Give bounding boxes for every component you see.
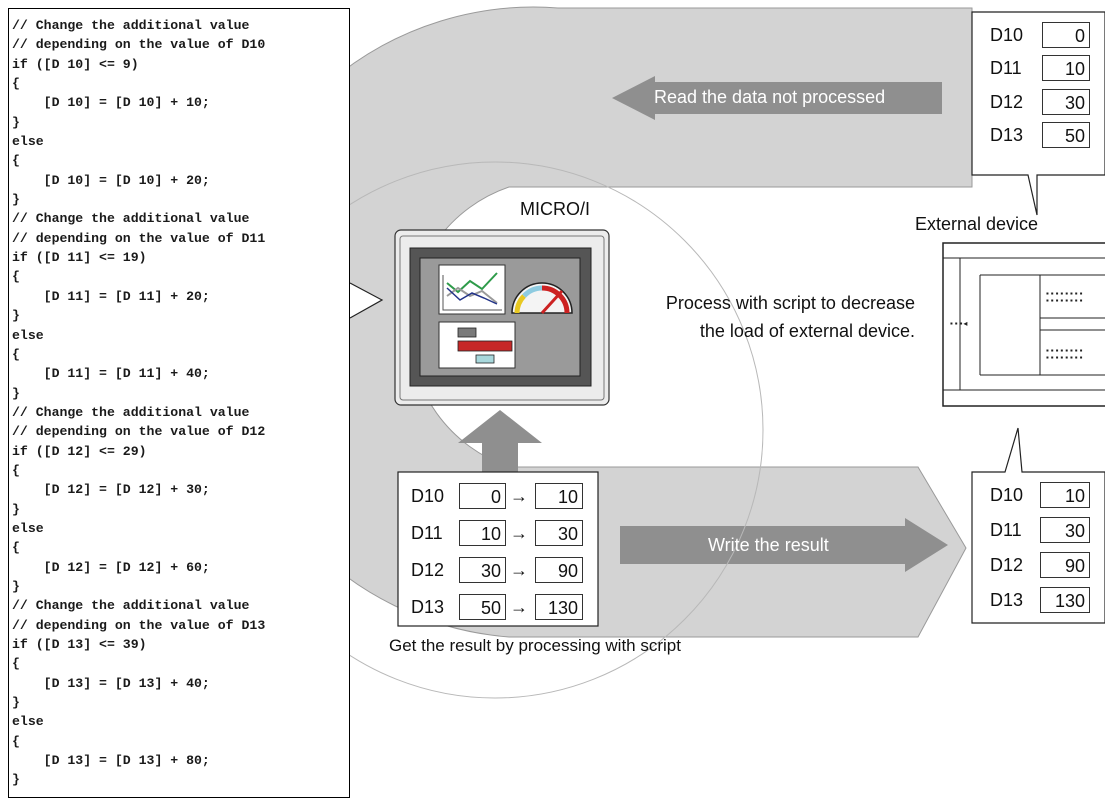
register-row: D13 50: [990, 121, 1100, 150]
register-value: 30: [1042, 88, 1090, 115]
read-arrow: [612, 76, 942, 120]
register-before-value: 50: [459, 594, 506, 620]
write-arrow-label: Write the result: [708, 535, 829, 555]
register-name: D11: [411, 523, 443, 543]
script-code: // Change the additional value // depend…: [12, 18, 266, 788]
register-after-value: 90: [535, 557, 583, 583]
register-after-value: 130: [535, 594, 583, 620]
external-device-title: External device: [915, 214, 1039, 234]
register-row: D13 130: [990, 587, 1100, 615]
register-name: D12: [990, 91, 1024, 112]
micro-i-device: [394, 229, 610, 406]
svg-text:▪▪▪▪▪▪▪▪: ▪▪▪▪▪▪▪▪: [1045, 297, 1083, 306]
register-name: D13: [411, 597, 445, 617]
process-text-line2: the load of external device.: [699, 321, 915, 341]
register-value: 50: [1042, 121, 1090, 148]
gauge-icon: [511, 282, 573, 315]
process-text-line1: Process with script to decrease: [665, 293, 915, 313]
svg-text:▪▪▪▪▪▪▪▪: ▪▪▪▪▪▪▪▪: [1045, 347, 1083, 356]
register-row: D12 30: [990, 88, 1100, 117]
result-row: D13 50→ 130: [411, 594, 596, 622]
register-after-value: 30: [535, 520, 583, 546]
arrow-symbol: →: [510, 597, 528, 617]
register-value: 130: [1040, 587, 1090, 613]
register-name: D10: [411, 486, 445, 506]
register-name: D11: [990, 520, 1022, 540]
up-arrow: [458, 410, 542, 472]
register-value: 30: [1040, 517, 1090, 543]
write-arrow: [620, 518, 948, 572]
register-name: D11: [990, 58, 1022, 79]
register-before-value: 10: [459, 520, 506, 546]
read-arrow-label: Read the data not processed: [654, 87, 886, 107]
register-row: D11 30: [990, 517, 1100, 545]
register-value: 10: [1042, 55, 1090, 82]
arrow-symbol: →: [510, 523, 528, 543]
register-value: 0: [1042, 22, 1090, 48]
register-row: D10 10: [990, 482, 1100, 510]
svg-text:▪▪▪◂: ▪▪▪◂: [949, 320, 967, 329]
register-row: D10 0: [990, 22, 1100, 50]
register-before-value: 30: [459, 557, 506, 583]
arrow-symbol: →: [510, 486, 528, 506]
register-name: D12: [990, 555, 1024, 575]
svg-text:▪▪▪▪▪▪▪▪: ▪▪▪▪▪▪▪▪: [1045, 290, 1083, 299]
register-name: D12: [411, 560, 445, 580]
register-name: D13: [990, 590, 1024, 610]
trend-chart-icon: [438, 264, 506, 315]
result-row: D11 10→ 30: [411, 520, 596, 548]
register-row: D12 90: [990, 552, 1100, 580]
register-value: 90: [1040, 552, 1090, 578]
code-pointer: [349, 282, 384, 319]
register-after-value: 10: [535, 483, 583, 509]
result-caption: Get the result by processing with script: [389, 636, 681, 655]
register-row: D11 10: [990, 55, 1100, 83]
result-row: D10 0→ 10: [411, 483, 596, 511]
result-row: D12 30→ 90: [411, 557, 596, 585]
script-code-panel: // Change the additional value // depend…: [8, 8, 350, 798]
external-device: ▪▪▪▪▪▪▪▪ ▪▪▪▪▪▪▪▪ ▪▪▪▪▪▪▪▪ ▪▪▪▪▪▪▪▪ ▪▪▪◂: [942, 242, 1105, 407]
register-name: D10: [990, 485, 1024, 505]
micro-i-title: MICRO/I: [520, 199, 590, 219]
register-name: D10: [990, 25, 1024, 45]
register-before-value: 0: [459, 483, 506, 509]
arrow-symbol: →: [510, 560, 528, 580]
svg-text:▪▪▪▪▪▪▪▪: ▪▪▪▪▪▪▪▪: [1045, 354, 1083, 363]
register-name: D13: [990, 124, 1024, 145]
register-value: 10: [1040, 482, 1090, 508]
